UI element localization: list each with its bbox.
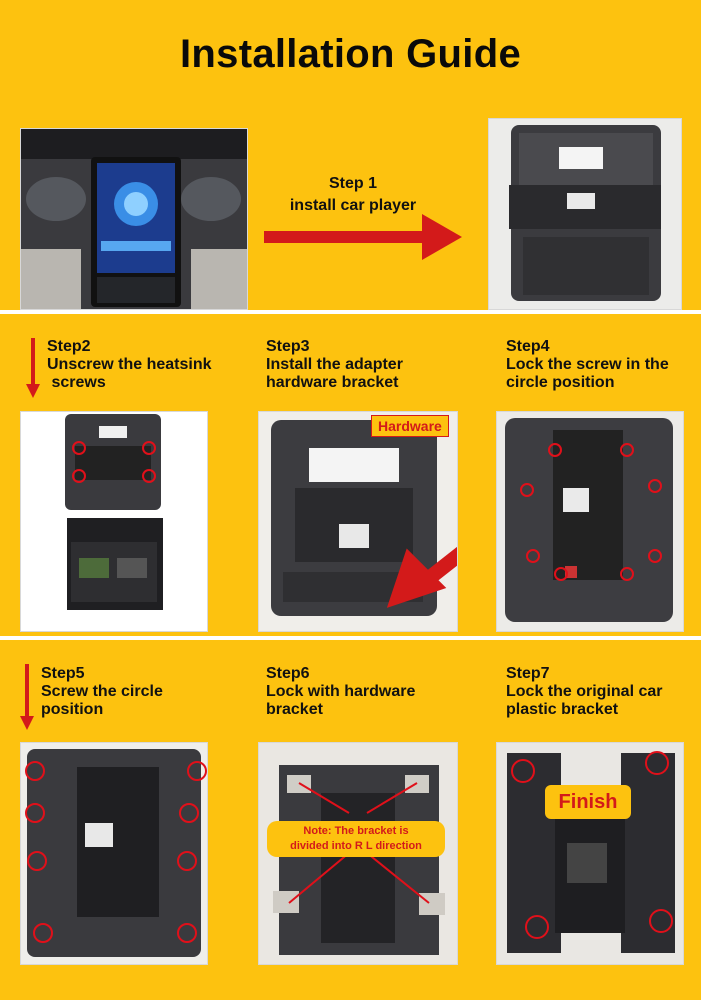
step6-line1: Lock with hardware [266,683,416,700]
step5-line2: position [41,701,104,718]
step7-caption: Step7 Lock the original car plastic brac… [506,665,662,719]
step3-caption: Step3 Install the adapter hardware brack… [266,338,403,392]
step1-text: install car player [289,197,417,214]
step4-line1: Lock the screw in the [506,356,669,373]
step2-line2: screws [47,374,106,391]
step1-label: Step 1 [328,175,377,192]
callout-arrow-icon [386,546,457,608]
page-title: Installation Guide [180,32,521,76]
step3-line1: Install the adapter [266,356,403,373]
bracket-note-line2: divided into R L direction [290,840,422,852]
step4-photo [496,411,684,632]
step6-caption: Step6 Lock with hardware bracket [266,665,415,719]
step6-photo: Note: The bracket is divided into R L di… [258,742,458,965]
step2-label: Step2 [47,338,91,355]
car-dashboard-photo [20,128,248,310]
down-arrow-icon [20,664,34,730]
step1-caption: Step 1 install car player [268,173,438,217]
step7-line2: plastic bracket [506,701,619,718]
bracket-note-line1: Note: The bracket is [303,825,409,837]
section-divider [0,310,701,314]
step3-line2: hardware bracket [266,374,399,391]
step6-label: Step6 [266,665,310,682]
step2-caption: Step2 Unscrew the heatsink screws [47,338,212,392]
finish-badge: Finish [545,785,631,819]
car-player-back-photo [488,118,682,310]
step6-line2: bracket [266,701,323,718]
step4-caption: Step4 Lock the screw in the circle posit… [506,338,669,392]
step7-label: Step7 [506,665,550,682]
step7-photo: Finish [496,742,684,965]
step7-line1: Lock the original car [506,683,663,700]
step3-label: Step3 [266,338,310,355]
hardware-callout: Hardware [371,415,449,437]
step4-line2: circle position [506,374,615,391]
step2-line1: Unscrew the heatsink [47,356,212,373]
step5-line1: Screw the circle [41,683,163,700]
step4-label: Step4 [506,338,550,355]
down-arrow-icon [26,338,40,398]
step5-photo [20,742,208,965]
section-divider [0,636,701,640]
step5-caption: Step5 Screw the circle position [41,665,163,719]
step2-photo [20,411,208,632]
bracket-note: Note: The bracket is divided into R L di… [267,821,445,857]
step3-photo: Hardware [258,411,458,632]
step5-label: Step5 [41,665,85,682]
right-arrow-icon [264,214,462,260]
